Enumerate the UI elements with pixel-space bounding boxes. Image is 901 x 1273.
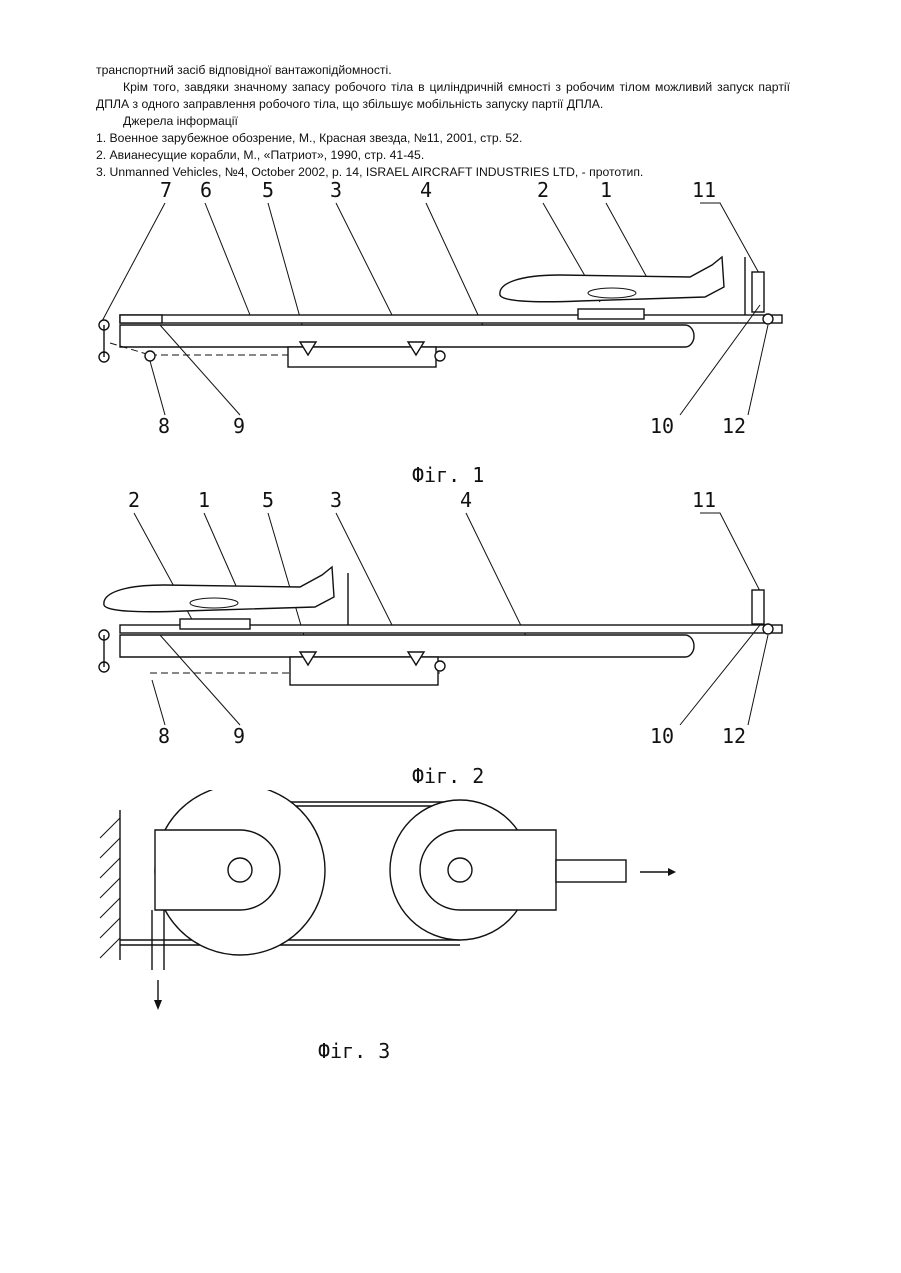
fig1-leader-6 [205,203,250,315]
fig2-label-3: 3 [330,488,342,512]
fig2-pulley-small [435,661,445,671]
fig2-label-5: 5 [262,488,274,512]
fig2-leader-12 [748,635,768,725]
text-line-1: транспортний засіб відповідної вантажопі… [96,62,790,79]
fig2-carriage [180,619,250,629]
fig1-rail-end-block [120,315,162,323]
fig2-label-12: 12 [722,724,746,748]
fig1-label-6: 6 [200,178,212,202]
reference-1: 1. Военное зарубежное обозрение, М., Кра… [96,130,790,147]
fig1-leader-8 [150,361,165,415]
text-block: транспортний засіб відповідної вантажопі… [96,62,790,181]
fig3-axle-right [448,858,472,882]
paragraph-2: Крім того, завдяки значному запасу робоч… [96,79,790,113]
fig1-leader-12 [748,325,768,415]
figure-3-drawing: Фіг. 3 [0,790,901,1070]
fig1-pulley-small [435,351,445,361]
fig1-label-4: 4 [420,178,432,202]
fig1-rail [120,315,782,323]
fig1-label-8: 8 [158,414,170,438]
fig3-bracket-left [155,830,280,910]
fig2-caption: Фіг. 2 [412,764,484,788]
fig2-leader-11 [700,513,762,595]
figure-3: Фіг. 3 [0,790,901,1075]
fig2-label-11: 11 [692,488,716,512]
fig1-label-12: 12 [722,414,746,438]
fig1-label-9: 9 [233,414,245,438]
fig2-leader-4 [466,513,528,640]
fig3-wall-hatching [100,818,120,958]
fig1-carriage [578,309,644,319]
sources-heading: Джерела інформації [96,113,790,130]
fig3-arrow-right-head [668,868,676,876]
fig2-label-8: 8 [158,724,170,748]
fig3-rod [556,860,626,882]
fig1-leader-1 [606,203,650,283]
fig2-label-10: 10 [650,724,674,748]
fig1-leader-4 [426,203,485,330]
fig2-catch-11 [752,590,764,624]
fig1-label-7: 7 [160,178,172,202]
figure-2: 2 1 5 3 4 11 8 9 10 12 Фіг. 2 [0,485,901,800]
figure-1-drawing: 7 6 5 3 4 2 1 11 8 9 10 12 Фіг. 1 [0,175,901,495]
fig1-label-1: 1 [600,178,612,202]
fig1-label-11: 11 [692,178,716,202]
fig2-leader-3 [336,513,392,625]
fig1-caption: Фіг. 1 [412,463,484,487]
fig1-catch-11 [752,272,764,312]
fig2-label-9: 9 [233,724,245,748]
fig3-axle-left [228,858,252,882]
fig1-pulley-12 [763,314,773,324]
fig1-label-2: 2 [537,178,549,202]
fig2-label-1: 1 [198,488,210,512]
fig2-leader-8 [152,680,165,725]
fig1-leader-7 [100,203,165,325]
fig1-label-10: 10 [650,414,674,438]
figure-1: 7 6 5 3 4 2 1 11 8 9 10 12 Фіг. 1 [0,175,901,500]
fig2-pulley-12 [763,624,773,634]
fig1-label-3: 3 [330,178,342,202]
fig3-caption: Фіг. 3 [318,1039,390,1063]
fig1-label-5: 5 [262,178,274,202]
fig1-tank [120,325,694,347]
fig1-aircraft [500,257,724,302]
fig1-leader-3 [336,203,392,315]
fig1-pulley-8 [145,351,155,361]
reference-2: 2. Авианесущие корабли, М., «Патриот», 1… [96,147,790,164]
fig2-leader-1 [204,513,240,595]
fig2-label-2: 2 [128,488,140,512]
fig1-leader-11 [700,203,760,275]
figure-2-drawing: 2 1 5 3 4 11 8 9 10 12 Фіг. 2 [0,485,901,795]
fig2-label-4: 4 [460,488,472,512]
fig3-arrow-down-head [154,1000,162,1010]
fig2-tank [120,635,694,657]
fig2-aircraft [104,567,334,612]
fig3-bracket-right [420,830,556,910]
